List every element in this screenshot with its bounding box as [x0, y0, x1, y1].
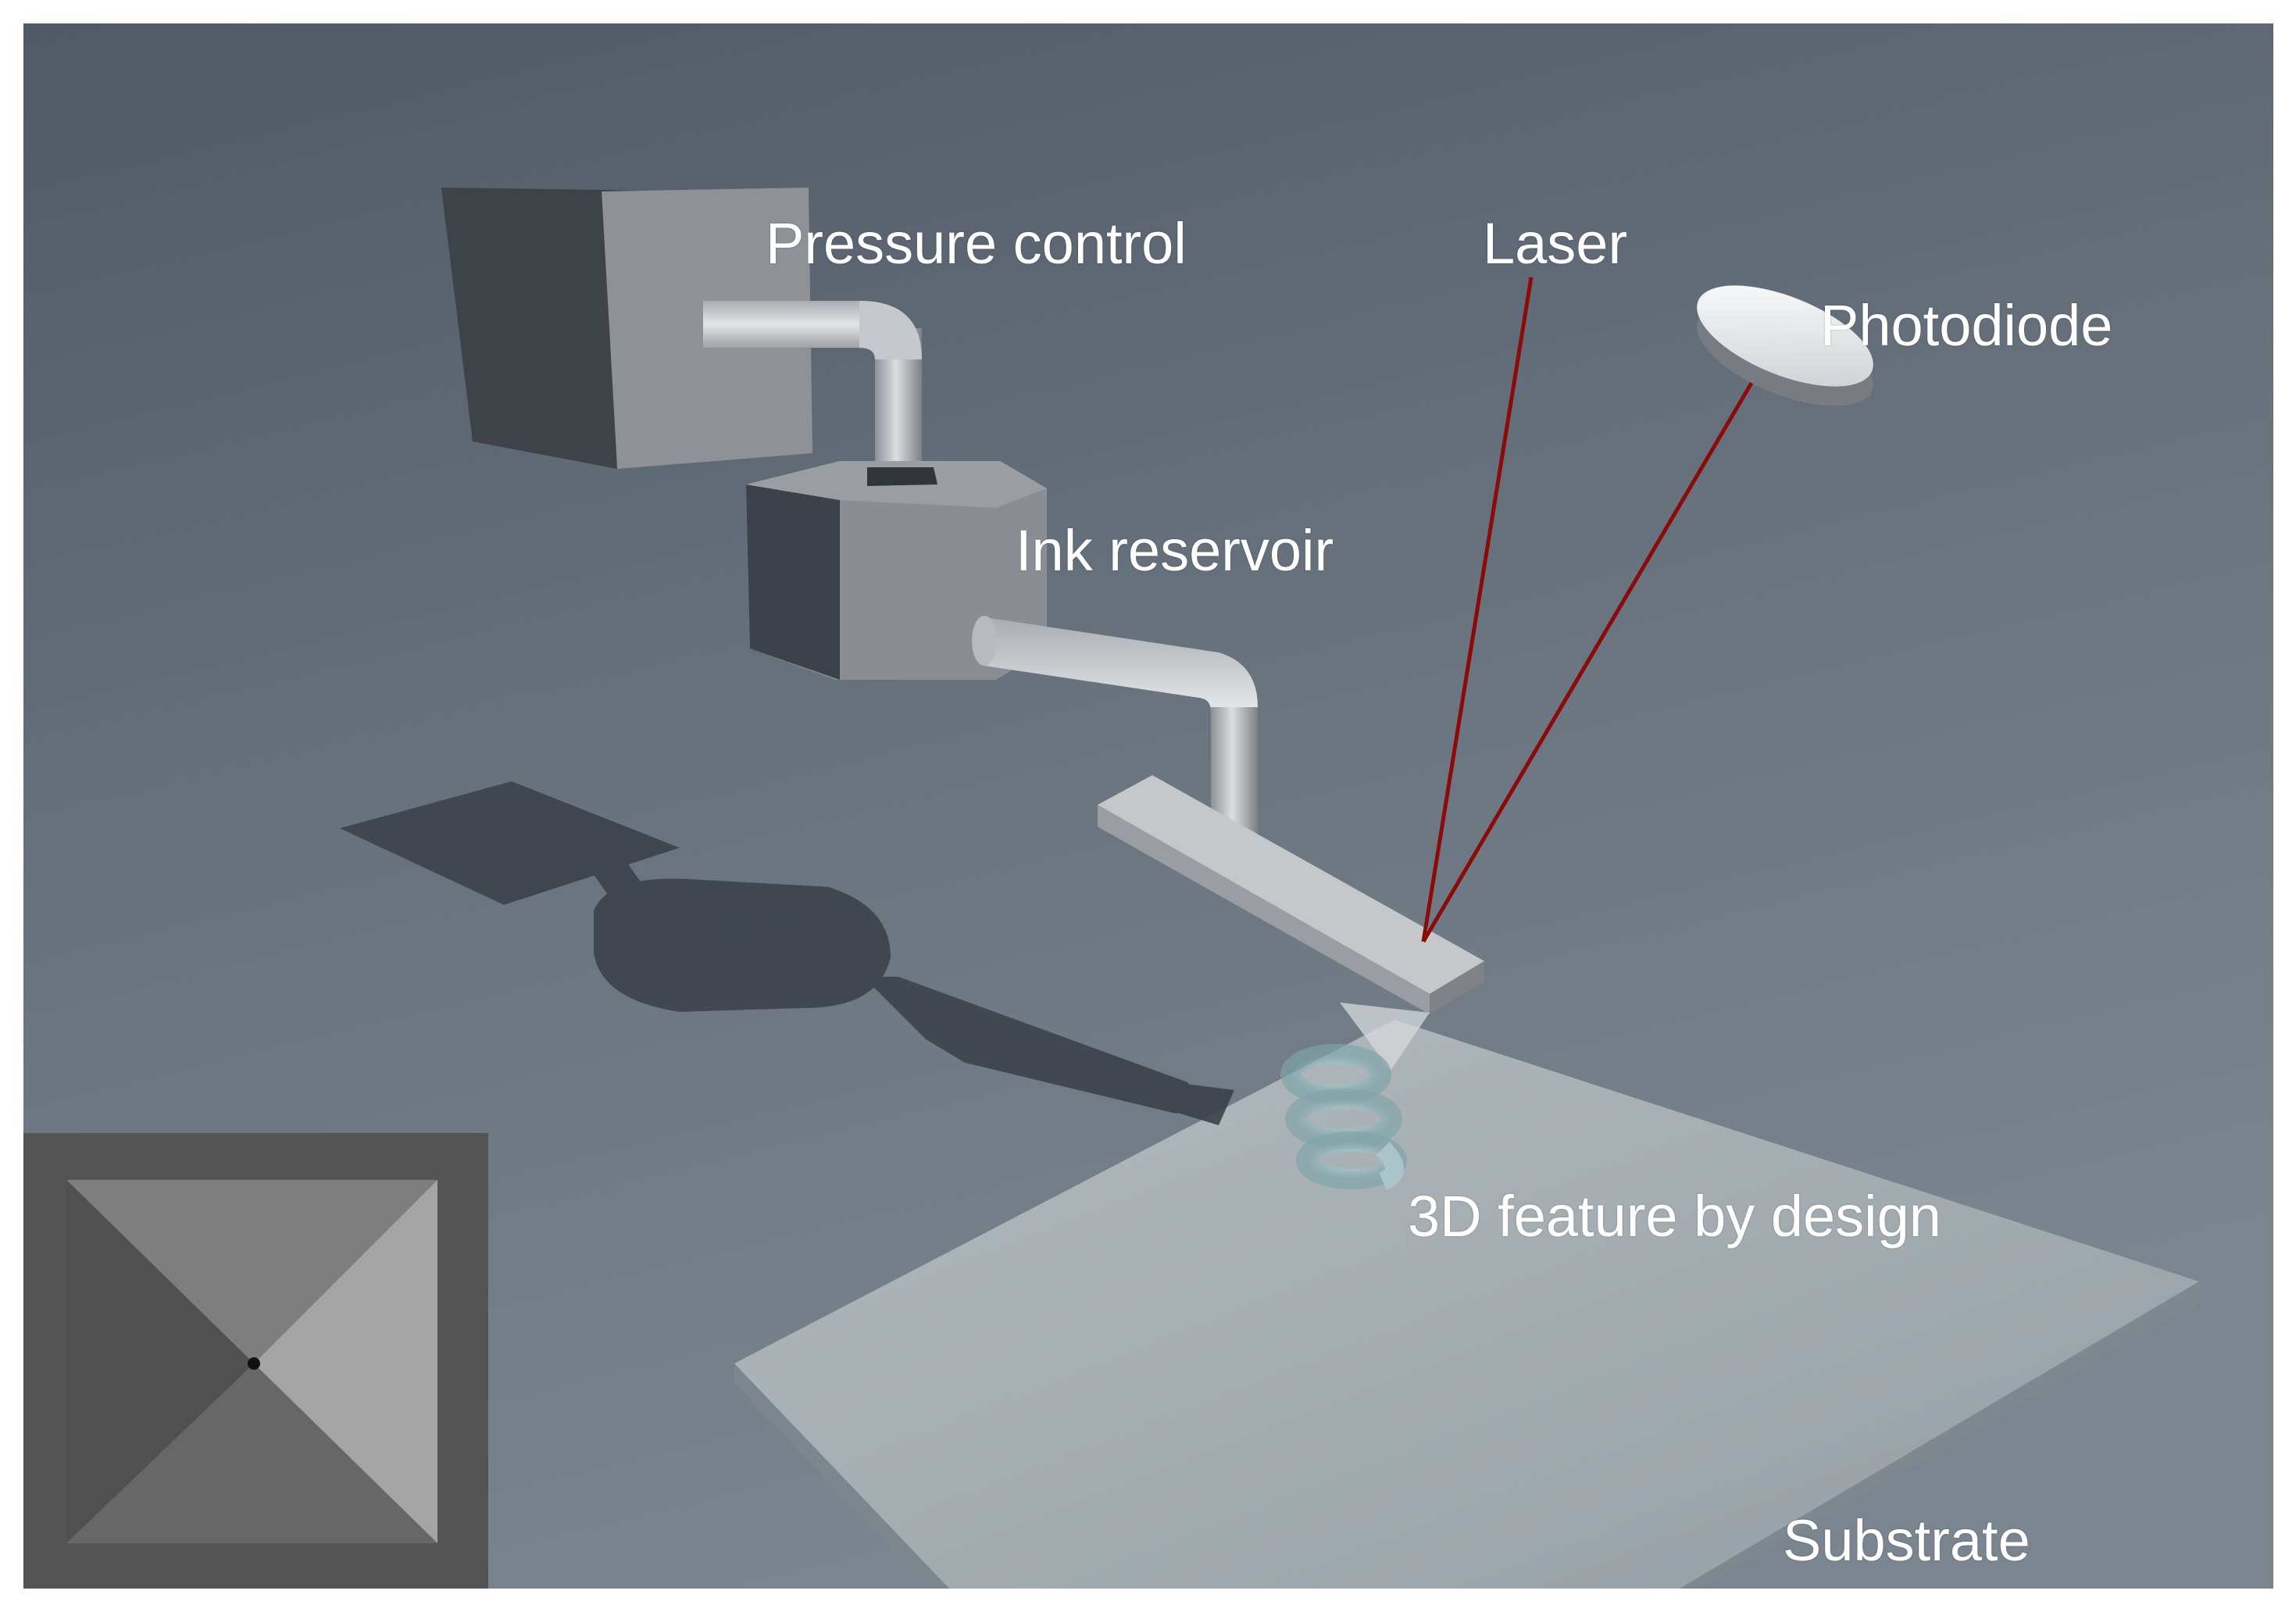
- upper-tube: [703, 301, 922, 484]
- feature-label: 3D feature by design: [1408, 1184, 1941, 1249]
- laser-beam: [1421, 277, 1756, 943]
- photodiode-icon: [1697, 285, 1873, 406]
- inset-micrograph-image: [23, 1133, 488, 1589]
- apparatus-shadow: [340, 781, 1234, 1125]
- pressure-control-label: Pressure control: [766, 211, 1187, 276]
- substrate-plate: [734, 1020, 2199, 1589]
- laser-label: Laser: [1483, 211, 1628, 276]
- pressure-control-box: [441, 188, 812, 469]
- ink-reservoir-label: Ink reservoir: [1016, 518, 1334, 583]
- cantilever-nozzle: [1098, 775, 1484, 1070]
- ink-reservoir: [746, 461, 1047, 680]
- printed-3d-feature-icon: [1280, 1044, 1407, 1191]
- substrate-label: Substrate: [1783, 1508, 2030, 1573]
- photodiode-label: Photodiode: [1820, 293, 2113, 358]
